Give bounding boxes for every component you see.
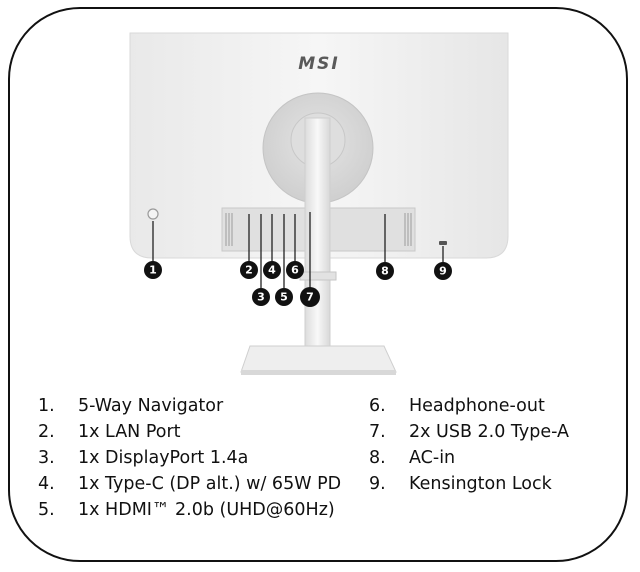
legend-item: 7. 2x USB 2.0 Type-A [369,419,569,445]
kensington-slot [439,241,447,245]
legend-text: AC-in [409,448,456,468]
svg-text:9: 9 [439,265,447,278]
legend-item: 6. Headphone-out [369,393,569,419]
callout-2: 2 [240,261,258,279]
legend-text: Kensington Lock [409,474,552,494]
svg-text:5: 5 [280,291,288,304]
legend-text: 1x HDMI™ 2.0b (UHD@60Hz) [78,500,335,520]
legend-right-column: 6. Headphone-out 7. 2x USB 2.0 Type-A 8.… [369,393,569,497]
legend-item: 4. 1x Type-C (DP alt.) w/ 65W PD [38,471,341,497]
legend-left-column: 1. 5-Way Navigator 2. 1x LAN Port 3. 1x … [38,393,341,523]
legend-text: 1x DisplayPort 1.4a [78,448,249,468]
legend-item: 5. 1x HDMI™ 2.0b (UHD@60Hz) [38,497,341,523]
callout-leader-lines [152,212,444,288]
legend-number: 7. [369,422,386,442]
svg-text:1: 1 [149,264,157,277]
svg-text:3: 3 [257,291,265,304]
legend-number: 1. [38,396,55,416]
svg-text:8: 8 [381,265,389,278]
vent-grille-right [404,213,412,246]
callout-4: 4 [263,261,281,279]
legend-text: 1x LAN Port [78,422,181,442]
stand-base-edge [241,370,396,375]
legend-item: 2. 1x LAN Port [38,419,341,445]
callout-5: 5 [275,288,293,306]
vent-grille-left [225,213,233,246]
stand-neck [304,117,331,361]
stand-clip [299,271,337,281]
callout-6: 6 [286,261,304,279]
msi-logo: MSI [298,54,340,74]
legend-text: Headphone-out [409,396,545,416]
legend-number: 5. [38,500,55,520]
legend-item: 8. AC-in [369,445,569,471]
stand-base [240,345,397,373]
legend-number: 9. [369,474,386,494]
svg-text:6: 6 [291,264,299,277]
legend-item: 3. 1x DisplayPort 1.4a [38,445,341,471]
callout-9: 9 [434,262,452,280]
legend-number: 4. [38,474,55,494]
legend-text: 1x Type-C (DP alt.) w/ 65W PD [78,474,342,494]
callout-3: 3 [252,288,270,306]
svg-text:4: 4 [268,264,276,277]
legend-number: 8. [369,448,386,468]
svg-text:2: 2 [245,264,253,277]
callout-1: 1 [144,261,162,279]
callout-7: 7 [300,287,320,307]
legend-text: 5-Way Navigator [78,396,224,416]
legend-number: 2. [38,422,55,442]
legend-number: 3. [38,448,55,468]
legend-item: 1. 5-Way Navigator [38,393,341,419]
legend-number: 6. [369,396,386,416]
legend-item: 9. Kensington Lock [369,471,569,497]
svg-text:7: 7 [306,291,314,304]
callout-8: 8 [376,262,394,280]
navigator-joystick [147,208,159,220]
legend-text: 2x USB 2.0 Type-A [409,422,570,442]
